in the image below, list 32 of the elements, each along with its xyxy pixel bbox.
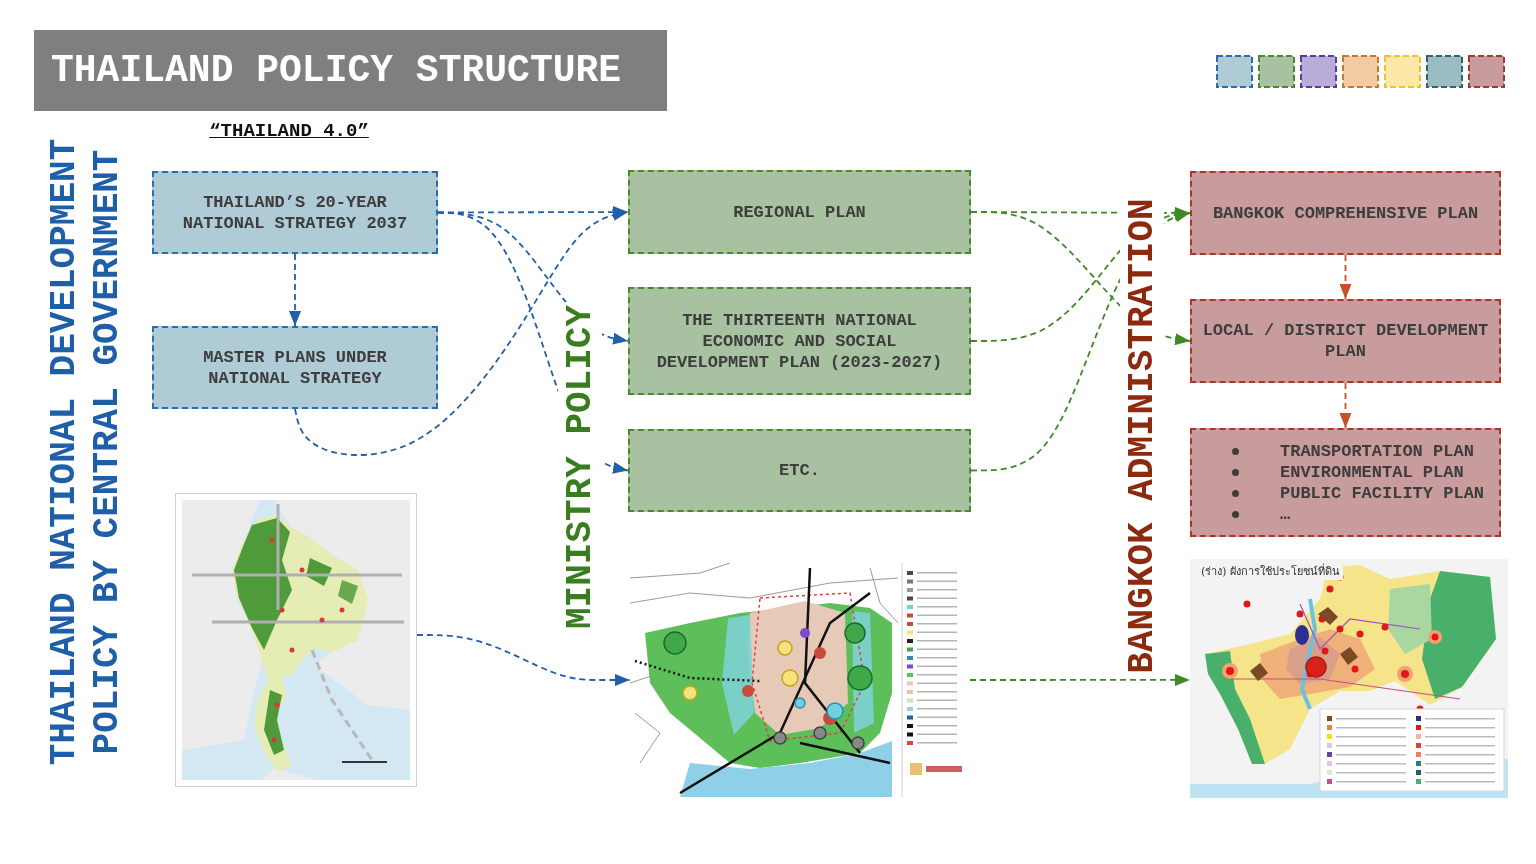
arrow xyxy=(969,673,1191,686)
map-drawing xyxy=(175,493,417,787)
plan-title: LOCAL / DISTRICT DEVELOPMENT PLAN xyxy=(1201,320,1490,362)
arrow xyxy=(1339,254,1352,300)
map-title: (ร่าง) ผังการใช้ประโยชน์ที่ดิน xyxy=(1198,563,1344,580)
arrow xyxy=(970,210,1191,472)
plan-box xyxy=(1190,299,1501,383)
list-item: ENVIRONMENTAL PLAN xyxy=(1280,461,1464,483)
plan-title: ETC. xyxy=(779,460,820,481)
subtitle: “THAILAND 4.0” xyxy=(208,121,370,141)
plan-title: MASTER PLANS UNDER NATIONAL STRATEGY xyxy=(202,346,388,389)
plan-title: THAILAND’S 20-YEAR NATIONAL STRATEGY 2037 xyxy=(181,191,409,234)
plan-box xyxy=(1190,428,1501,537)
section-label: THAILAND NATIONAL DEVELOPMENT POLICY BY CENTRAL GOVERNMENT xyxy=(43,137,129,768)
plan-box xyxy=(628,429,971,512)
plan-title: THE THIRTEENTH NATIONAL ECONOMIC AND SOCIAL DEVELOPMENT PLAN (2023-2027) xyxy=(655,309,944,373)
plan-box xyxy=(628,170,971,254)
arrow xyxy=(294,209,629,456)
arrow xyxy=(289,253,301,327)
plan-title: REGIONAL PLAN xyxy=(733,201,866,223)
plan-box xyxy=(152,326,438,409)
plan-box xyxy=(1190,171,1501,255)
arrow xyxy=(437,211,629,474)
list-item: TRANSPORTATION PLAN xyxy=(1280,440,1474,462)
plan-title: BANGKOK COMPREHENSIVE PLAN xyxy=(1212,202,1479,224)
plan-box xyxy=(628,287,971,395)
list-item: … xyxy=(1280,503,1291,525)
list-item: PUBLIC FACILITY PLAN xyxy=(1280,482,1485,504)
plan-box xyxy=(152,171,438,254)
arrow xyxy=(416,634,631,686)
title: THAILAND POLICY STRUCTURE xyxy=(34,30,667,111)
arrow xyxy=(1339,382,1352,429)
